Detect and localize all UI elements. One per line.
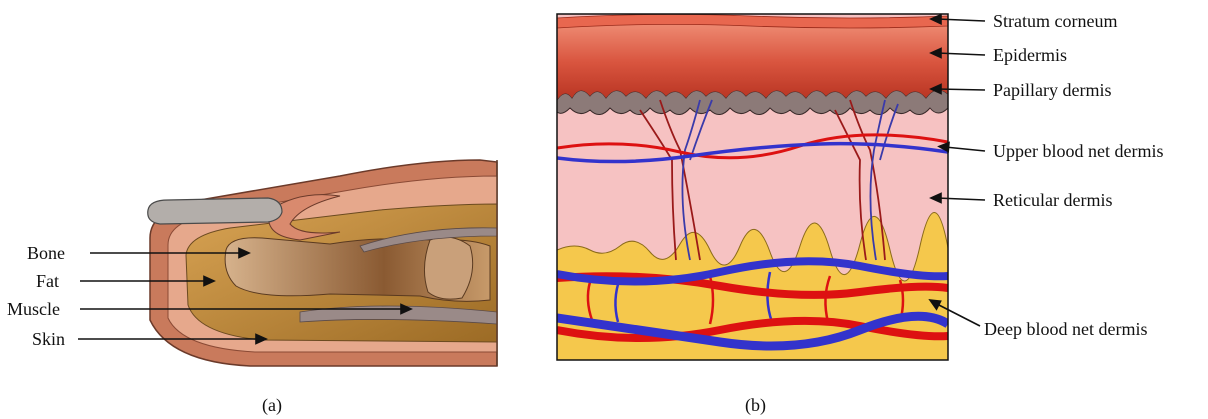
- label-bone: Bone: [27, 243, 65, 263]
- finger-joint: [424, 237, 472, 299]
- label-upper-blood-net: Upper blood net dermis: [993, 141, 1163, 161]
- nail: [148, 198, 282, 224]
- label-epidermis: Epidermis: [993, 45, 1067, 65]
- fingertip-illustration: [148, 160, 497, 366]
- caption-b: (b): [745, 395, 766, 416]
- arrow-papillary: [937, 89, 985, 90]
- caption-a: (a): [262, 395, 282, 416]
- label-stratum-corneum: Stratum corneum: [993, 11, 1117, 31]
- label-fat: Fat: [36, 271, 59, 291]
- label-deep-blood-net: Deep blood net dermis: [984, 319, 1147, 339]
- panel-b-labels: Stratum corneum Epidermis Papillary derm…: [930, 11, 1163, 339]
- label-skin: Skin: [32, 329, 65, 349]
- epidermis: [557, 24, 948, 100]
- label-reticular-dermis: Reticular dermis: [993, 190, 1112, 210]
- arrow-upper-blood-net: [945, 147, 985, 151]
- skin-layers-illustration: [557, 14, 948, 360]
- label-muscle: Muscle: [7, 299, 60, 319]
- label-papillary-dermis: Papillary dermis: [993, 80, 1111, 100]
